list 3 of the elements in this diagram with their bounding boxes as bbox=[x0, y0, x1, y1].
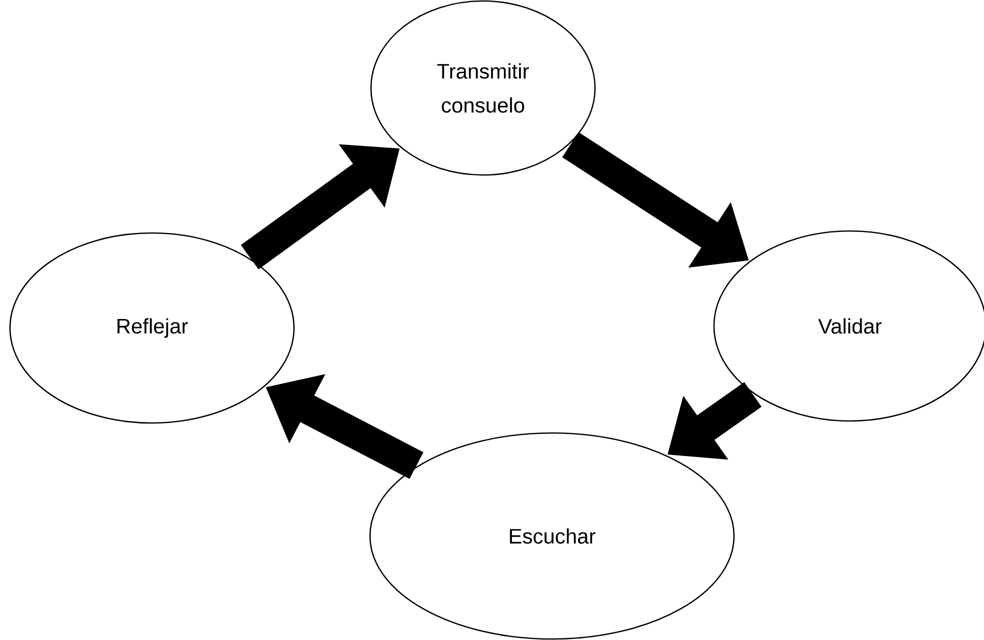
ellipse-node: Escuchar bbox=[369, 432, 735, 640]
ellipse-node: Reflejar bbox=[9, 232, 295, 424]
ellipse-node: Transmitir consuelo bbox=[370, 0, 596, 176]
